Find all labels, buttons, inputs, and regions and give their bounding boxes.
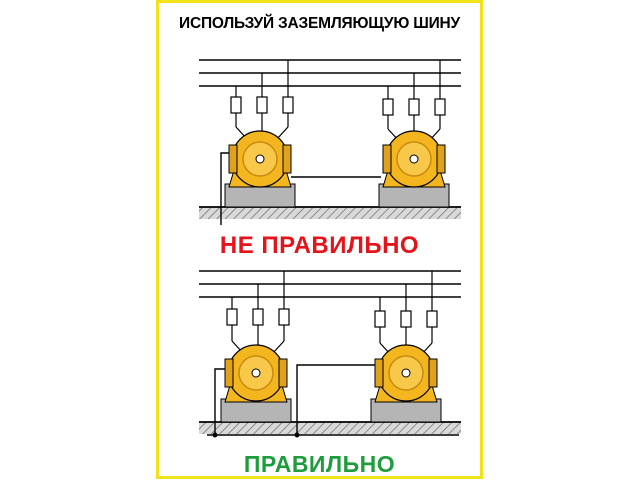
motor-left bbox=[224, 60, 296, 208]
wrong-grounding-diagram bbox=[199, 59, 461, 225]
fuse-icon bbox=[382, 60, 446, 129]
power-bus-lines bbox=[199, 270, 461, 298]
poster-title: ИСПОЛЬЗУЙ ЗАЗЕМЛЯЮЩУЮ ШИНУ bbox=[179, 15, 460, 32]
ground-hatch-icon bbox=[199, 422, 461, 434]
safety-poster: ИСПОЛЬЗУЙ ЗАЗЕМЛЯЮЩУЮ ШИНУ bbox=[156, 0, 483, 479]
fuse-icon bbox=[374, 271, 438, 343]
wrong-caption: НЕ ПРАВИЛЬНО bbox=[219, 232, 420, 259]
motor-right bbox=[370, 271, 442, 423]
power-bus-lines bbox=[199, 59, 461, 87]
right-caption: ПРАВИЛЬНО bbox=[243, 451, 396, 477]
ground-wires-parallel bbox=[214, 364, 375, 435]
motor-left bbox=[220, 271, 292, 423]
ground-wires-series bbox=[220, 152, 381, 225]
right-grounding-diagram bbox=[199, 270, 461, 438]
fuse-icon bbox=[226, 271, 290, 341]
fuse-icon bbox=[230, 60, 294, 127]
motor-right bbox=[378, 60, 450, 208]
ground-hatch-icon bbox=[199, 207, 461, 219]
